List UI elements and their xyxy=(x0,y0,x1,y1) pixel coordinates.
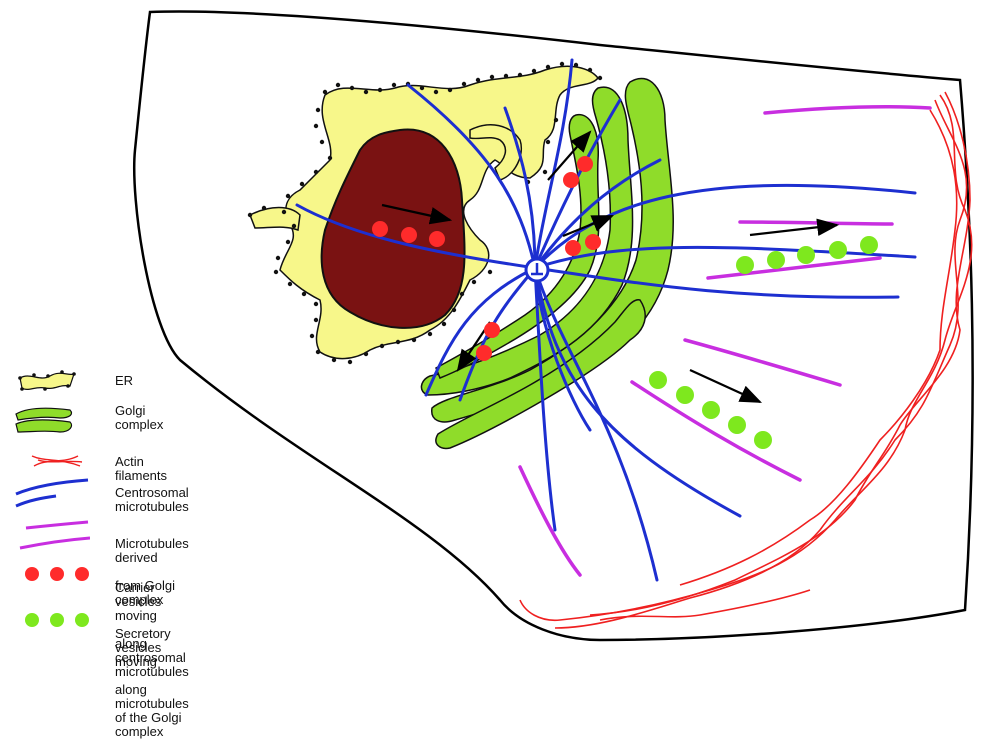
centrosome xyxy=(526,259,548,281)
cell-diagram xyxy=(0,0,986,650)
legend-secretory-line2: along microtubules of the Golgi complex xyxy=(115,683,189,739)
